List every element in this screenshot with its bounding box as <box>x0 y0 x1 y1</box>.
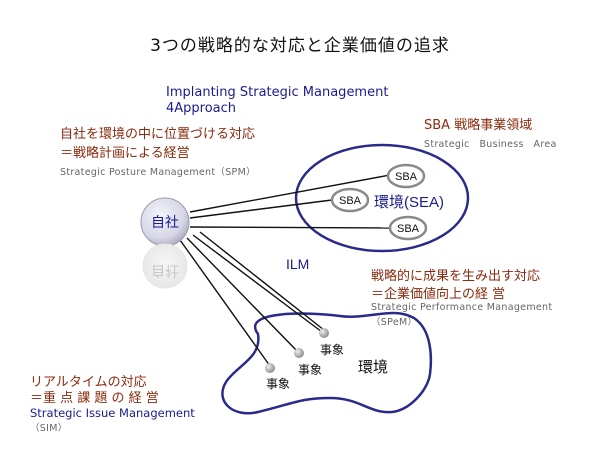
spm-line2: ＝戦略計画による経営 <box>60 146 190 161</box>
diagram-title: 3つの戦略的な対応と企業価値の追求 <box>150 36 450 56</box>
event-dot-1 <box>265 363 275 373</box>
link-event-3 <box>192 234 323 333</box>
sim-abbr: （SIM） <box>30 423 68 434</box>
sba-node-3: SBA <box>388 215 428 241</box>
event-dot-3 <box>319 328 329 338</box>
link-sba-2 <box>189 199 333 219</box>
event-label-2: 事象 <box>298 363 322 377</box>
sim-english: Strategic Issue Management <box>30 406 195 420</box>
spem-english: Strategic Performance Management <box>371 302 553 313</box>
link-event-4 <box>199 231 325 331</box>
sim-line2: ＝重 点 課 題 の 経 営 <box>30 391 159 406</box>
sba-node-2: SBA <box>330 187 370 213</box>
sba-area-title: SBA 戦略事業領域 <box>424 118 533 133</box>
sba-node-2-label: SBA <box>339 195 362 207</box>
sba-node-3-label: SBA <box>397 223 420 235</box>
spem-abbr: （SPeM） <box>371 317 418 328</box>
approach-line2: 4Approach <box>166 101 237 116</box>
spem-line1: 戦略的に成果を生み出す対応 <box>371 269 541 284</box>
event-dot-2 <box>294 348 304 358</box>
sea-boundary <box>294 143 470 253</box>
event-label-1: 事象 <box>266 377 290 391</box>
company-label: 自社 <box>151 214 179 230</box>
link-event-2 <box>186 237 299 353</box>
approach-line1: Implanting Strategic Management <box>166 85 389 100</box>
sba-node-1-label: SBA <box>395 171 418 183</box>
environment-boundary <box>221 311 433 415</box>
sea-label: 環境(SEA) <box>374 193 444 211</box>
environment-label: 環境 <box>358 358 388 376</box>
spem-line2: ＝企業価値向上の経 営 <box>371 287 506 302</box>
spm-english: Strategic Posture Management（SPM） <box>60 167 256 178</box>
sim-line1: リアルタイムの対応 <box>30 375 147 390</box>
link-event-1 <box>179 239 271 367</box>
ilm-label: ILM <box>286 256 309 272</box>
event-label-3: 事象 <box>320 343 344 357</box>
link-sba-3 <box>189 226 391 229</box>
sba-area-english: Strategic Business Area <box>424 139 557 150</box>
link-sba-1 <box>189 174 391 213</box>
company-reflection <box>142 243 188 289</box>
spm-line1: 自社を環境の中に位置づける対応 <box>60 127 256 142</box>
sba-node-1: SBA <box>386 163 426 189</box>
company-reflection-label: 自社 <box>151 263 179 279</box>
